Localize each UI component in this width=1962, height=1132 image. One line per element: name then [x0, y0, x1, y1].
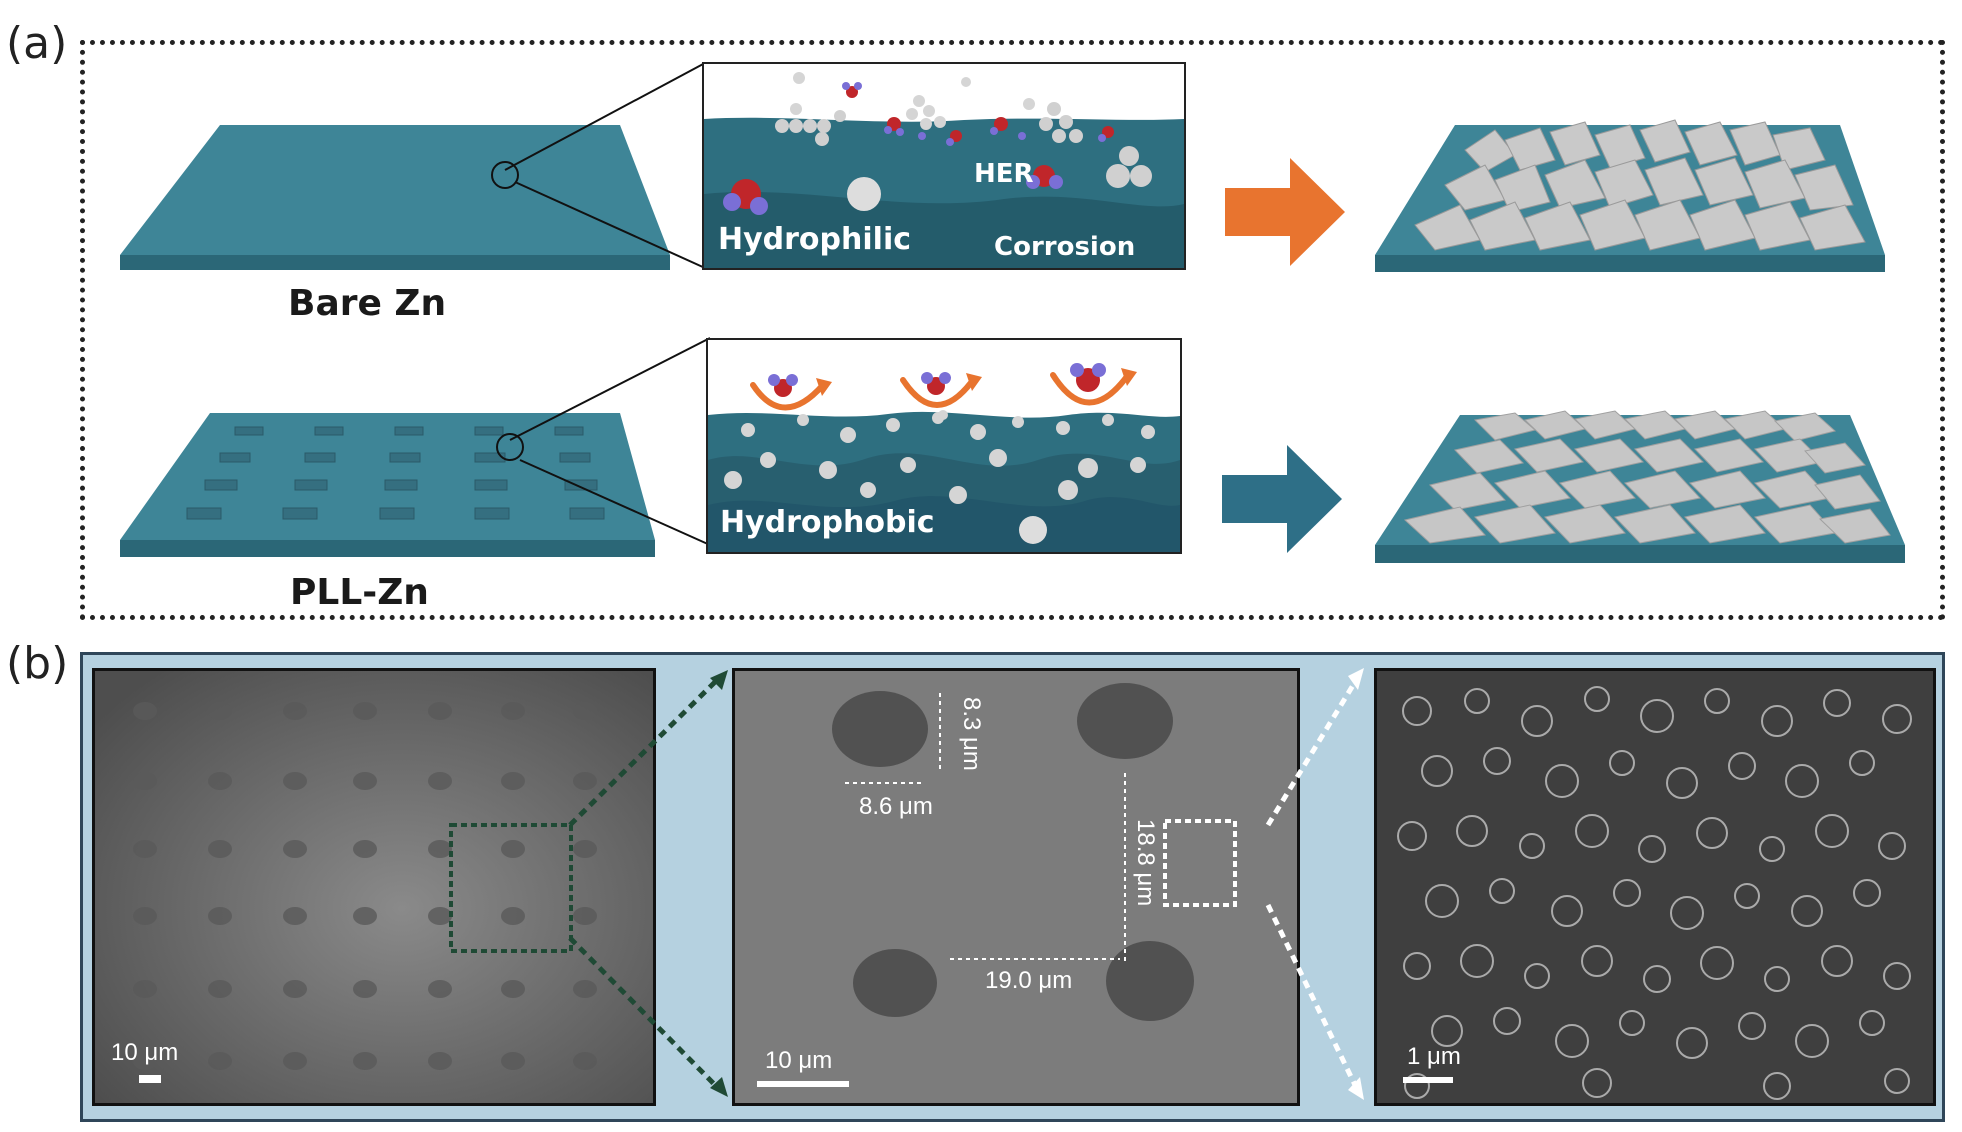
zoom-box-low-mag	[449, 823, 573, 953]
zoom-connector-top	[504, 62, 706, 269]
sem1-scale-text: 10 μm	[111, 1039, 179, 1066]
hydrophobic-label: Hydrophobic	[720, 505, 935, 540]
meas-horizontal-gap: 19.0 μm	[985, 967, 1073, 994]
uniform-deposition-result	[1375, 410, 1905, 563]
panel-a-label: (a)	[6, 18, 68, 69]
sem-image-mid-mag: 8.3 μm 8.6 μm 18.8 μm 19.0 μm 10 μm	[732, 668, 1300, 1106]
sem3-scale-bar	[1403, 1077, 1453, 1083]
pll-zn-caption: PLL-Zn	[290, 572, 429, 613]
panel-b-label: (b)	[6, 638, 69, 689]
arrow-bottom-icon	[1222, 445, 1342, 553]
corrosion-label: Corrosion	[994, 232, 1136, 262]
zoom-connector-green	[568, 670, 728, 1097]
pll-zn-plate	[120, 413, 655, 557]
bare-zoom-circle	[491, 161, 519, 189]
dendrite-deposition-result	[1375, 119, 1885, 272]
sem1-scale-bar	[139, 1075, 161, 1083]
bare-zn-plate	[120, 125, 670, 270]
her-label: HER	[974, 159, 1034, 189]
arrow-top-icon	[1225, 158, 1345, 266]
zoom-connector-bottom	[509, 337, 711, 546]
sem3-scale-text: 1 μm	[1407, 1043, 1461, 1070]
meas-width: 8.6 μm	[859, 793, 933, 820]
sem2-scale-text: 10 μm	[765, 1047, 833, 1074]
meas-height: 8.3 μm	[958, 697, 985, 771]
zoom-inset-hydrophilic: HER Hydrophilic Corrosion	[702, 62, 1186, 270]
sem-image-low-mag: 10 μm	[92, 668, 656, 1106]
sem2-scale-bar	[757, 1081, 849, 1087]
meas-vertical-gap: 18.8 μm	[1132, 819, 1159, 907]
pll-zoom-circle	[496, 433, 524, 461]
zoom-box-mid-mag	[1163, 819, 1237, 907]
sem-image-high-mag: 1 μm	[1374, 668, 1936, 1106]
bare-zn-caption: Bare Zn	[288, 283, 447, 324]
zoom-connector-white	[1265, 668, 1364, 1100]
panel-a-frame	[80, 40, 1945, 620]
hydrophilic-label: Hydrophilic	[718, 222, 912, 257]
zoom-inset-hydrophobic: Hydrophobic	[706, 338, 1182, 554]
